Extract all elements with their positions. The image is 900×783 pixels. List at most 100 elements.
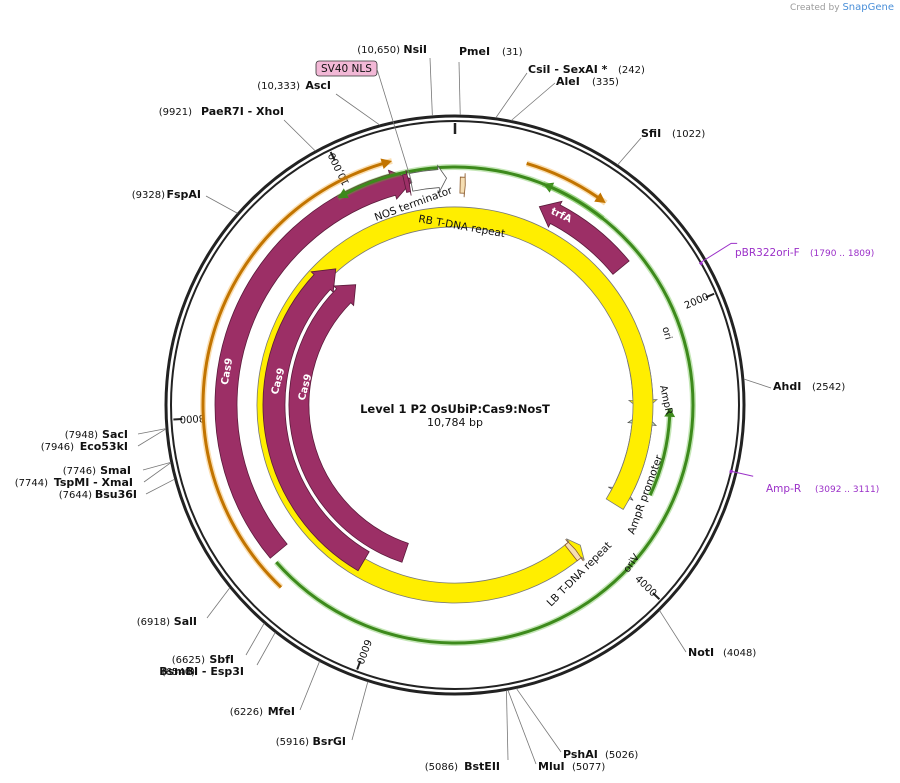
- orf-arrow: [648, 408, 676, 496]
- enzyme-leader: [458, 61, 461, 116]
- enzyme-position: (6540): [162, 667, 195, 678]
- enzyme-name: SacI: [102, 428, 128, 441]
- enzyme-name: SmaI: [100, 464, 131, 477]
- feature-arrow-cas9[interactable]: [262, 268, 370, 572]
- enzyme-leader: [142, 462, 171, 471]
- primer-mark-ampr[interactable]: [729, 469, 733, 474]
- enzyme-position: (2542): [812, 382, 845, 393]
- enzyme-name: PmeI: [459, 45, 490, 58]
- feature-arrow-oriv[interactable]: [256, 206, 654, 604]
- primer-mark-pbr322[interactable]: [699, 261, 704, 266]
- feature-sv40-nls-mark[interactable]: [402, 169, 412, 196]
- primer-leader-ampr: [731, 470, 754, 477]
- enzyme-position: (6918): [137, 617, 170, 628]
- enzyme-position: (7644): [59, 490, 92, 501]
- enzyme-leader: [510, 82, 556, 121]
- enzyme-name: SfiI: [641, 127, 661, 140]
- feature-arrow-cas9[interactable]: [288, 284, 409, 563]
- enzyme-name: BsrGI: [313, 735, 346, 748]
- enzyme-leader: [137, 428, 167, 435]
- ampr-label: AmpR: [657, 384, 674, 416]
- watermark-prefix: Created by: [790, 3, 840, 13]
- enzyme-leader: [256, 632, 276, 666]
- enzyme-position: (7946): [41, 442, 74, 453]
- enzyme-leaders: [137, 57, 772, 765]
- enzyme-leader: [283, 119, 316, 152]
- tick-label: 6000: [354, 638, 373, 666]
- enzyme-position: (9921): [159, 107, 192, 118]
- backbone: [164, 114, 746, 696]
- enzyme-position: (5916): [276, 737, 309, 748]
- enzyme-name: PshAI: [563, 748, 598, 761]
- enzyme-leader: [145, 478, 175, 495]
- enzyme-position: (5077): [572, 762, 605, 773]
- plasmid-title: Level 1 P2 OsUbiP:Cas9:NosT: [360, 402, 550, 416]
- enzyme-position: (6625): [172, 655, 205, 666]
- sv40-nls-label: SV40 NLS: [321, 63, 372, 75]
- tick-label: 8000: [179, 412, 205, 424]
- enzyme-position: (1022): [672, 129, 705, 140]
- enzyme-name: NsiI: [403, 43, 427, 56]
- enzyme-name: BsmBI - Esp3I: [159, 665, 244, 678]
- enzyme-name: FspAI: [166, 188, 201, 201]
- sv40-nls-box[interactable]: [315, 60, 378, 77]
- ori-label: ori: [659, 326, 673, 341]
- enzyme-name: Eco53kI: [80, 440, 128, 453]
- enzyme-position: (7948): [65, 430, 98, 441]
- tick-label: 2000: [683, 292, 711, 312]
- enzyme-position: (4048): [723, 648, 756, 659]
- orf-arrow: [526, 161, 606, 204]
- enzyme-leader: [659, 610, 687, 653]
- enzyme-name: SbfI: [209, 653, 234, 666]
- sv40-leader: [376, 68, 413, 184]
- primer-leader-pbr322: [698, 242, 738, 264]
- enzyme-leader: [299, 661, 320, 711]
- enzyme-name: AhdI: [773, 380, 801, 393]
- enzyme-position: (10,333): [257, 81, 300, 92]
- enzyme-position: (5086): [425, 762, 458, 773]
- enzyme-name: MfeI: [268, 705, 295, 718]
- features-group: [200, 158, 696, 646]
- enzyme-leader: [351, 681, 369, 741]
- enzyme-position: (6226): [230, 707, 263, 718]
- enzyme-leader: [617, 137, 642, 166]
- tick-mark: [705, 292, 715, 299]
- plasmid-length: 10,784 bp: [427, 416, 483, 429]
- enzyme-leader: [507, 689, 537, 765]
- enzyme-leader: [495, 72, 528, 119]
- tick-mark: [652, 592, 661, 600]
- enzyme-name: Bsu36I: [95, 488, 137, 501]
- enzyme-position: (242): [618, 65, 645, 76]
- tick-mark: [329, 151, 336, 161]
- enzyme-leader: [206, 587, 231, 619]
- snapgene-watermark: Created by SnapGene: [790, 2, 894, 13]
- enzyme-leader: [205, 195, 238, 214]
- tick-mark: [356, 660, 362, 670]
- feature-arrow-trfa[interactable]: [538, 200, 630, 275]
- feature-nos-terminator[interactable]: [408, 164, 448, 193]
- enzyme-leader: [335, 93, 380, 126]
- enzyme-leader: [506, 690, 509, 761]
- enzyme-name: AscI: [305, 79, 331, 92]
- enzyme-position: (9328): [132, 190, 165, 201]
- enzyme-position: (7746): [63, 466, 96, 477]
- enzyme-name: NotI: [688, 646, 714, 659]
- feature-lb-t-dna[interactable]: [564, 539, 584, 562]
- feature-rb-t-dna[interactable]: [459, 173, 466, 198]
- enzyme-leader: [429, 57, 433, 116]
- enzyme-leader: [137, 428, 167, 447]
- enzyme-leader: [143, 462, 172, 483]
- enzyme-position: (10,650): [357, 45, 400, 56]
- enzyme-name: MluI: [538, 760, 565, 773]
- enzyme-name: TspMI - XmaI: [54, 476, 133, 489]
- primer-name-pbr322: pBR322ori-F: [735, 247, 800, 259]
- enzyme-name: BstEII: [464, 760, 500, 773]
- primer-name-ampr: Amp-R: [766, 483, 801, 495]
- enzyme-leader: [245, 623, 265, 656]
- enzyme-leader: [516, 688, 562, 753]
- enzyme-position: (5026): [605, 750, 638, 761]
- enzyme-name: SalI: [174, 615, 197, 628]
- enzyme-name: PaeR7I - XhoI: [201, 105, 284, 118]
- watermark-brand: SnapGene: [842, 2, 894, 13]
